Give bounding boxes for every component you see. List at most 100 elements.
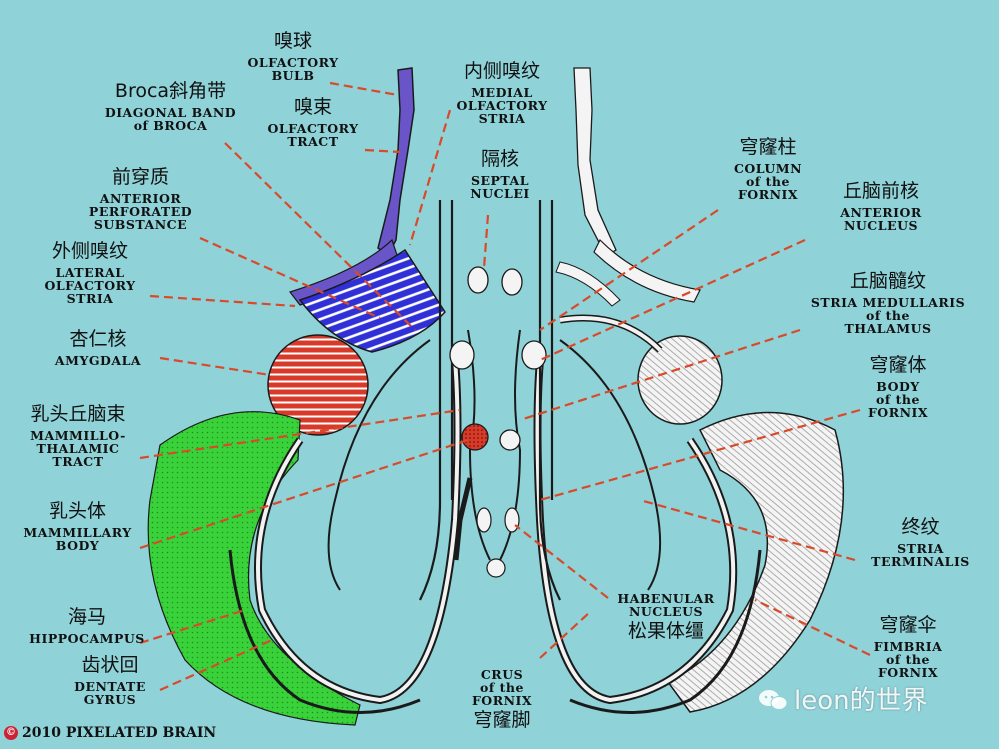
label-mammillothalamic-zh: 乳头丘脑束 xyxy=(30,403,126,425)
chat-bubble-icon xyxy=(759,690,788,710)
label-anterior-nucleus-en-1: ANTERIOR xyxy=(840,204,922,220)
label-body-fornix-zh: 穹窿体 xyxy=(869,354,927,376)
label-column-fornix-en-2: of the xyxy=(746,174,790,190)
label-stria-terminalis-zh: 终纹 xyxy=(901,516,940,538)
label-crus-fornix-en-3: FORNIX xyxy=(471,693,533,709)
label-olfactory-bulb-en-1: OLFACTORY xyxy=(247,54,339,70)
leader-lines xyxy=(139,81,871,692)
label-stria-medullaris-en-2: of the xyxy=(866,308,910,324)
label-column-fornix-en-1: COLUMN xyxy=(733,160,803,176)
label-mammillary-body-en-1: MAMMILLARY xyxy=(23,524,132,540)
label-column-fornix: 穹窿柱 COLUMN of the FORNIX xyxy=(718,136,818,203)
label-habenular-en-2: NUCLEUS xyxy=(628,604,704,620)
label-stria-medullaris-en-1: STRIA MEDULLARIS xyxy=(810,294,966,310)
right-stria-terminalis xyxy=(559,314,663,353)
copyright-notice: © 2010 PIXELATED BRAIN xyxy=(4,725,216,741)
label-mammillothalamic-en-3: TRACT xyxy=(52,454,104,470)
label-stria-medullaris-zh: 丘脑髓纹 xyxy=(849,270,926,292)
label-anterior-nucleus-zh: 丘脑前核 xyxy=(842,180,919,202)
label-anterior-perforated-en-1: ANTERIOR xyxy=(99,190,182,206)
mammillary-body-shape xyxy=(461,423,521,451)
septal-nuclei-bodies xyxy=(467,266,523,296)
right-olfactory-bulb-tract xyxy=(555,67,701,307)
label-body-fornix-en-1: BODY xyxy=(876,378,920,394)
label-medial-olfactory: 内侧嗅纹 MEDIAL OLFACTORY STRIA xyxy=(442,60,562,127)
label-crus-fornix-en-1: CRUS xyxy=(480,667,524,682)
watermark-text: leon的世界 xyxy=(794,686,928,716)
label-mammillary-body-zh: 乳头体 xyxy=(48,500,106,522)
label-lateral-olfactory-en-1: LATERAL xyxy=(55,264,125,280)
label-habenular: HABENULAR NUCLEUS 松果体缰 xyxy=(606,592,726,642)
label-column-fornix-zh: 穹窿柱 xyxy=(739,136,797,158)
label-fimbria-en-3: FORNIX xyxy=(877,665,939,681)
label-septal-nuclei-en-2: NUCLEI xyxy=(470,186,530,202)
right-amygdala xyxy=(637,335,723,425)
right-hippocampus xyxy=(666,411,845,713)
label-olfactory-bulb-en-2: BULB xyxy=(271,68,315,84)
label-medial-olfactory-en-3: STRIA xyxy=(478,111,526,127)
label-fimbria-en-1: FIMBRIA xyxy=(873,638,943,654)
label-lateral-olfactory-en-2: OLFACTORY xyxy=(44,278,136,294)
label-lateral-olfactory-en-3: STRIA xyxy=(66,291,114,307)
label-column-fornix-en-3: FORNIX xyxy=(737,187,799,203)
anterior-nucleus-bodies xyxy=(449,340,547,370)
copyright-icon: © xyxy=(4,726,18,740)
label-anterior-perforated: 前穿质 ANTERIOR PERFORATED SUBSTANCE xyxy=(78,167,203,233)
label-olfactory-tract: 嗅束 OLFACTORY TRACT xyxy=(258,97,368,150)
label-septal-nuclei-en-1: SEPTAL xyxy=(470,172,530,188)
label-body-fornix-en-2: of the xyxy=(876,392,920,408)
label-crus-fornix-zh: 穹窿脚 xyxy=(473,709,531,732)
label-dentate-gyrus: 齿状回 DENTATE GYRUS xyxy=(60,654,160,708)
copyright-text: 2010 PIXELATED BRAIN xyxy=(22,725,217,741)
label-fimbria: 穹窿伞 FIMBRIA of the FORNIX xyxy=(858,614,958,681)
fornix-outlines xyxy=(228,200,762,714)
label-stria-terminalis: 终纹 STRIA TERMINALIS xyxy=(858,516,983,570)
label-hippocampus-zh: 海马 xyxy=(67,606,106,628)
left-amygdala xyxy=(267,334,369,436)
label-hippocampus: 海马 HIPPOCAMPUS xyxy=(22,606,152,646)
label-medial-olfactory-zh: 内侧嗅纹 xyxy=(463,60,540,82)
label-mammillothalamic-en-1: MAMMILLO- xyxy=(30,427,126,443)
label-amygdala-zh: 杏仁核 xyxy=(69,328,127,350)
label-olfactory-bulb: 嗅球 OLFACTORY BULB xyxy=(238,31,348,84)
label-anterior-nucleus-en-2: NUCLEUS xyxy=(843,218,919,234)
label-stria-terminalis-en-2: TERMINALIS xyxy=(871,554,970,570)
label-lateral-olfactory: 外侧嗅纹 LATERAL OLFACTORY STRIA xyxy=(30,240,150,307)
label-septal-nuclei: 隔核 SEPTAL NUCLEI xyxy=(455,148,545,202)
label-habenular-zh: 松果体缰 xyxy=(627,620,704,643)
label-stria-terminalis-en-1: STRIA xyxy=(897,540,944,556)
label-diagonal-band-en-2: of BROCA xyxy=(133,118,208,134)
label-amygdala: 杏仁核 AMYGDALA xyxy=(38,328,158,368)
anterior-perforated-substance xyxy=(298,248,446,353)
label-septal-nuclei-zh: 隔核 xyxy=(480,148,519,170)
label-hippocampus-en-1: HIPPOCAMPUS xyxy=(29,630,145,646)
label-fimbria-zh: 穹窿伞 xyxy=(879,614,937,636)
label-body-fornix: 穹窿体 BODY of the FORNIX xyxy=(848,354,948,421)
label-mammillary-body: 乳头体 MAMMILLARY BODY xyxy=(15,500,140,552)
label-anterior-nucleus: 丘脑前核 ANTERIOR NUCLEUS xyxy=(826,180,936,234)
label-diagonal-band-en-1: DIAGONAL BAND xyxy=(104,104,237,120)
label-lateral-olfactory-zh: 外侧嗅纹 xyxy=(51,240,128,262)
label-body-fornix-en-3: FORNIX xyxy=(867,405,929,421)
label-medial-olfactory-en-1: MEDIAL xyxy=(471,84,533,100)
label-crus-fornix-en-2: of the xyxy=(480,680,524,696)
label-fimbria-en-2: of the xyxy=(886,652,930,668)
label-anterior-perforated-en-3: SUBSTANCE xyxy=(93,217,188,233)
label-amygdala-en-1: AMYGDALA xyxy=(54,352,142,368)
label-crus-fornix: CRUS of the FORNIX 穹窿脚 xyxy=(452,668,552,731)
label-stria-medullaris: 丘脑髓纹 STRIA MEDULLARIS of the THALAMUS xyxy=(798,270,978,337)
label-dentate-gyrus-en-2: GYRUS xyxy=(83,692,137,708)
label-dentate-gyrus-zh: 齿状回 xyxy=(81,654,139,676)
label-olfactory-tract-en-1: OLFACTORY xyxy=(267,120,359,136)
label-olfactory-tract-en-2: TRACT xyxy=(287,134,339,150)
label-habenular-en-1: HABENULAR xyxy=(617,591,715,606)
label-medial-olfactory-en-2: OLFACTORY xyxy=(456,98,548,114)
label-diagonal-band: Broca斜角带 DIAGONAL BAND of BROCA xyxy=(98,80,243,134)
watermark: leon的世界 xyxy=(758,680,928,717)
label-mammillothalamic-en-2: THALAMIC xyxy=(36,441,120,457)
label-stria-medullaris-en-3: THALAMUS xyxy=(844,321,932,337)
label-mammillothalamic: 乳头丘脑束 MAMMILLO- THALAMIC TRACT xyxy=(8,403,148,470)
label-diagonal-band-zh: Broca斜角带 xyxy=(114,80,227,102)
